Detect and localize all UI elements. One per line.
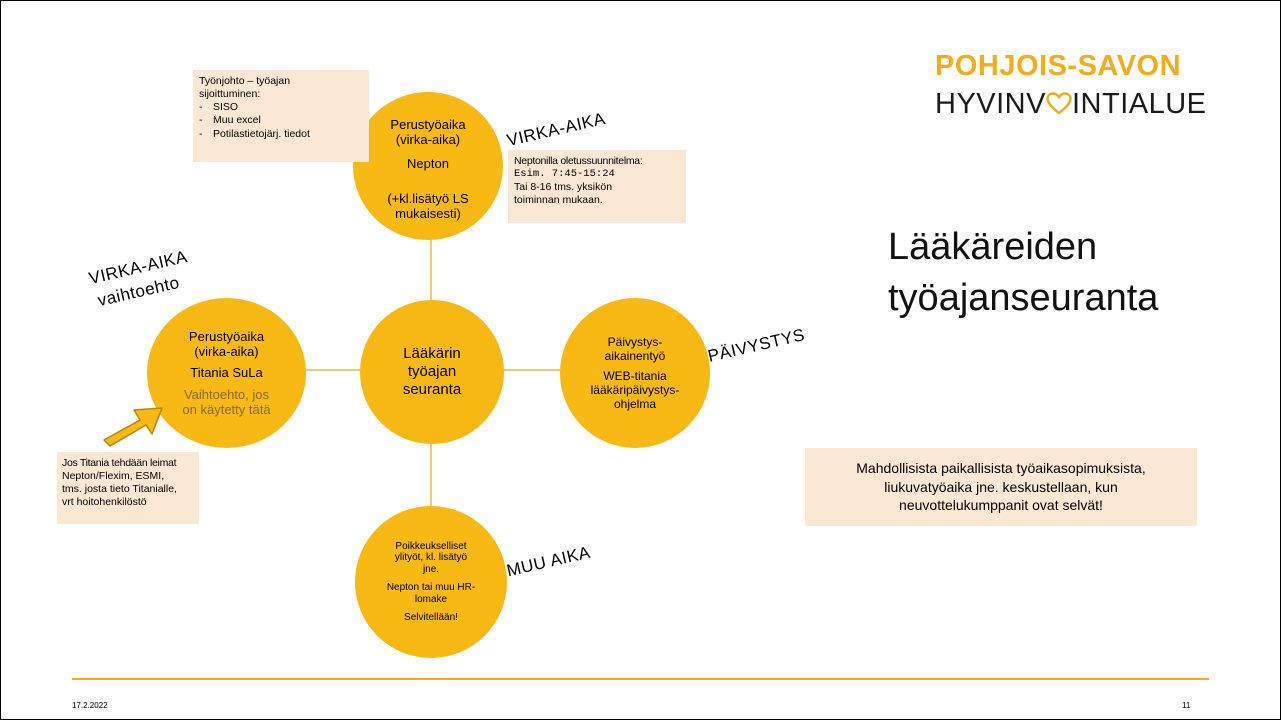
right-circle-paivystys: Päivystys- aikainentyö WEB-titania lääkä… bbox=[560, 298, 710, 448]
left-circle-line-5: on käytetty tätä bbox=[182, 401, 271, 417]
bottom-circle-line-5: lomake bbox=[414, 593, 448, 605]
right-circle-line-1: Päivystys- bbox=[607, 334, 663, 349]
bottom-circle-line-2: ylityöt, kl. lisätyö bbox=[394, 552, 468, 564]
center-circle-line-2: työajan bbox=[407, 363, 457, 381]
list-item: Potilastietojärj. tiedot bbox=[199, 128, 363, 141]
center-circle-line-1: Lääkärin bbox=[403, 345, 461, 363]
left-circle-line-4: Vaihtoehto, jos bbox=[183, 386, 270, 402]
note-nepton-line-2: Esim. 7:45-15:24 bbox=[514, 168, 615, 181]
note-tyoaikasopimukset: Mahdollisista paikallisista työaikasopim… bbox=[805, 448, 1197, 526]
note-titania-leimat: Jos Titania tehdään leimat Nepton/Flexim… bbox=[57, 452, 199, 524]
note-titania-line-3: tms. josta tieto Titanialle, bbox=[62, 483, 177, 496]
left-circle-line-2: (virka-aika) bbox=[194, 344, 259, 359]
note-nepton-oletus: Neptonilla oletussuunnitelma: Esim. 7:45… bbox=[508, 150, 686, 223]
list-item: Muu excel bbox=[199, 114, 363, 127]
note-nepton-line-1: Neptonilla oletussuunnitelma: bbox=[514, 155, 643, 167]
connector-bottom bbox=[430, 438, 432, 508]
note-tyoaika-line-3: neuvottelukumppanit ovat selvät! bbox=[899, 497, 1103, 514]
note-tyoaika-line-1: Mahdollisista paikallisista työaikasopim… bbox=[856, 459, 1146, 476]
note-tyonjohto-list: SISO Muu excel Potilastietojärj. tiedot bbox=[199, 101, 363, 141]
right-circle-line-3: WEB-titania bbox=[603, 368, 667, 383]
arrow-icon bbox=[103, 407, 163, 447]
left-circle-line-1: Perustyöaika bbox=[188, 328, 265, 344]
logo-text-b: INTIALUE bbox=[1071, 88, 1207, 120]
left-circle-titania: Perustyöaika (virka-aika) Titania SuLa V… bbox=[147, 298, 306, 448]
connector-right bbox=[502, 369, 562, 371]
note-tyonjohto-title-2: sijoittuminen: bbox=[199, 88, 261, 101]
top-circle-line-1: Perustyöaika bbox=[390, 117, 466, 132]
center-circle: Lääkärin työajan seuranta bbox=[360, 300, 504, 444]
note-tyonjohto: Työnjohto – työajan sijoittuminen: SISO … bbox=[193, 70, 369, 162]
top-circle-line-4: (+kl.lisätyö LS bbox=[387, 190, 469, 206]
bottom-circle-line-1: Poikkeukselliset bbox=[395, 540, 467, 552]
bottom-circle-muu-aika: Poikkeukselliset ylityöt, kl. lisätyö jn… bbox=[355, 506, 507, 658]
connector-left bbox=[305, 369, 360, 371]
bottom-circle-line-4: Nepton tai muu HR- bbox=[386, 582, 476, 593]
page-title-line-2: työajanseuranta bbox=[888, 277, 1159, 320]
note-titania-line-2: Nepton/Flexim, ESMI, bbox=[62, 470, 165, 483]
bottom-circle-line-3: jne. bbox=[422, 564, 440, 576]
connector-top bbox=[430, 235, 432, 305]
page-title: Lääkäreiden työajanseuranta bbox=[888, 222, 1158, 325]
bottom-circle-line-6: Selvitellään! bbox=[404, 611, 458, 623]
footer-date: 17.2.2022 bbox=[72, 701, 108, 710]
right-circle-line-4: lääkäripäivystys- bbox=[590, 383, 680, 398]
right-circle-line-2: aikainentyö bbox=[604, 348, 666, 363]
footer-divider bbox=[72, 678, 1209, 680]
top-circle-line-3: Nepton bbox=[407, 155, 449, 171]
left-circle-line-3: Titania SuLa bbox=[190, 365, 263, 381]
top-circle-virka-aika: Perustyöaika (virka-aika) Nepton (+kl.li… bbox=[353, 92, 503, 240]
note-tyoaika-line-2: liukuvatyöaika jne. keskustellaan, kun bbox=[884, 478, 1118, 495]
list-item: SISO bbox=[199, 101, 363, 114]
page-title-line-1: Lääkäreiden bbox=[888, 226, 1098, 268]
note-nepton-line-3: Tai 8-16 tms. yksikön bbox=[514, 181, 613, 194]
footer-page-number: 11 bbox=[1182, 701, 1191, 710]
center-circle-line-3: seuranta bbox=[402, 380, 462, 398]
note-titania-line-4: vrt hoitohenkilöstö bbox=[62, 496, 147, 509]
top-circle-line-5: mukaisesti) bbox=[395, 206, 461, 222]
logo-line-1: POHJOIS-SAVON bbox=[935, 50, 1182, 82]
note-titania-line-1: Jos Titania tehdään leimat bbox=[62, 457, 177, 469]
right-circle-line-5: ohjelma bbox=[613, 397, 657, 412]
logo-line-2: HYVINV INTIALUE bbox=[935, 88, 1207, 121]
top-circle-line-2: (virka-aika) bbox=[395, 132, 461, 148]
logo-text-a: HYVINV bbox=[935, 88, 1046, 120]
note-tyonjohto-title-1: Työnjohto – työajan bbox=[199, 75, 291, 87]
note-nepton-line-4: toiminnan mukaan. bbox=[514, 194, 603, 207]
heart-icon bbox=[1046, 92, 1072, 115]
